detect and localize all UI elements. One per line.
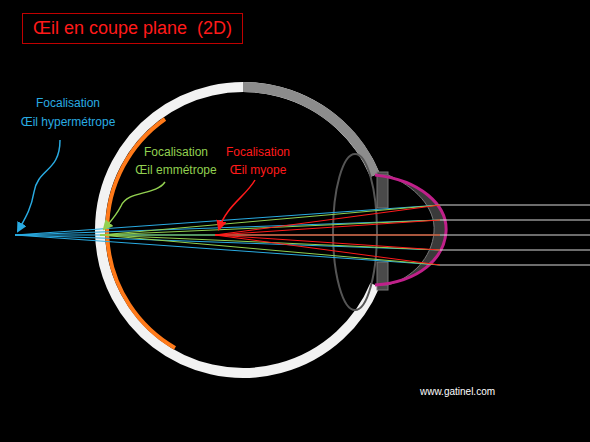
refracted-ray bbox=[100, 235, 440, 265]
refracted-ray bbox=[215, 205, 440, 235]
crystalline-lens bbox=[333, 154, 377, 310]
leader-arrow bbox=[219, 180, 255, 229]
leader-arrow bbox=[18, 140, 60, 231]
refracted-ray bbox=[215, 235, 440, 236]
watermark: www.gatinel.com bbox=[420, 386, 495, 398]
cornea-surface bbox=[375, 175, 446, 285]
refracted-ray bbox=[215, 220, 440, 235]
refracted-ray bbox=[15, 235, 440, 265]
refracted-ray bbox=[100, 205, 440, 235]
incident-ray bbox=[440, 265, 590, 266]
callout-label: Œil emmétrope bbox=[133, 164, 218, 178]
incident-ray bbox=[440, 235, 590, 236]
callout-label: Œil hypermétrope bbox=[19, 116, 118, 130]
cornea bbox=[375, 175, 446, 285]
refracted-ray bbox=[15, 235, 440, 250]
callout-label: Focalisation bbox=[142, 146, 210, 160]
incident-ray bbox=[440, 220, 590, 221]
refracted-ray bbox=[15, 205, 440, 235]
title-box: Œil en coupe plane (2D) bbox=[22, 13, 243, 44]
leader-arrow bbox=[104, 182, 165, 229]
refracted-ray bbox=[15, 220, 440, 235]
incident-ray bbox=[440, 205, 590, 206]
callout-label: Focalisation bbox=[34, 97, 102, 111]
incident-ray bbox=[440, 250, 590, 251]
refracted-ray bbox=[215, 235, 440, 265]
callout-label: Œil myope bbox=[228, 164, 289, 178]
refracted-ray bbox=[215, 235, 440, 250]
refracted-ray bbox=[100, 235, 440, 236]
sclera-shade bbox=[243, 87, 375, 175]
light-rays bbox=[15, 205, 590, 265]
callout-label: Focalisation bbox=[224, 146, 292, 160]
